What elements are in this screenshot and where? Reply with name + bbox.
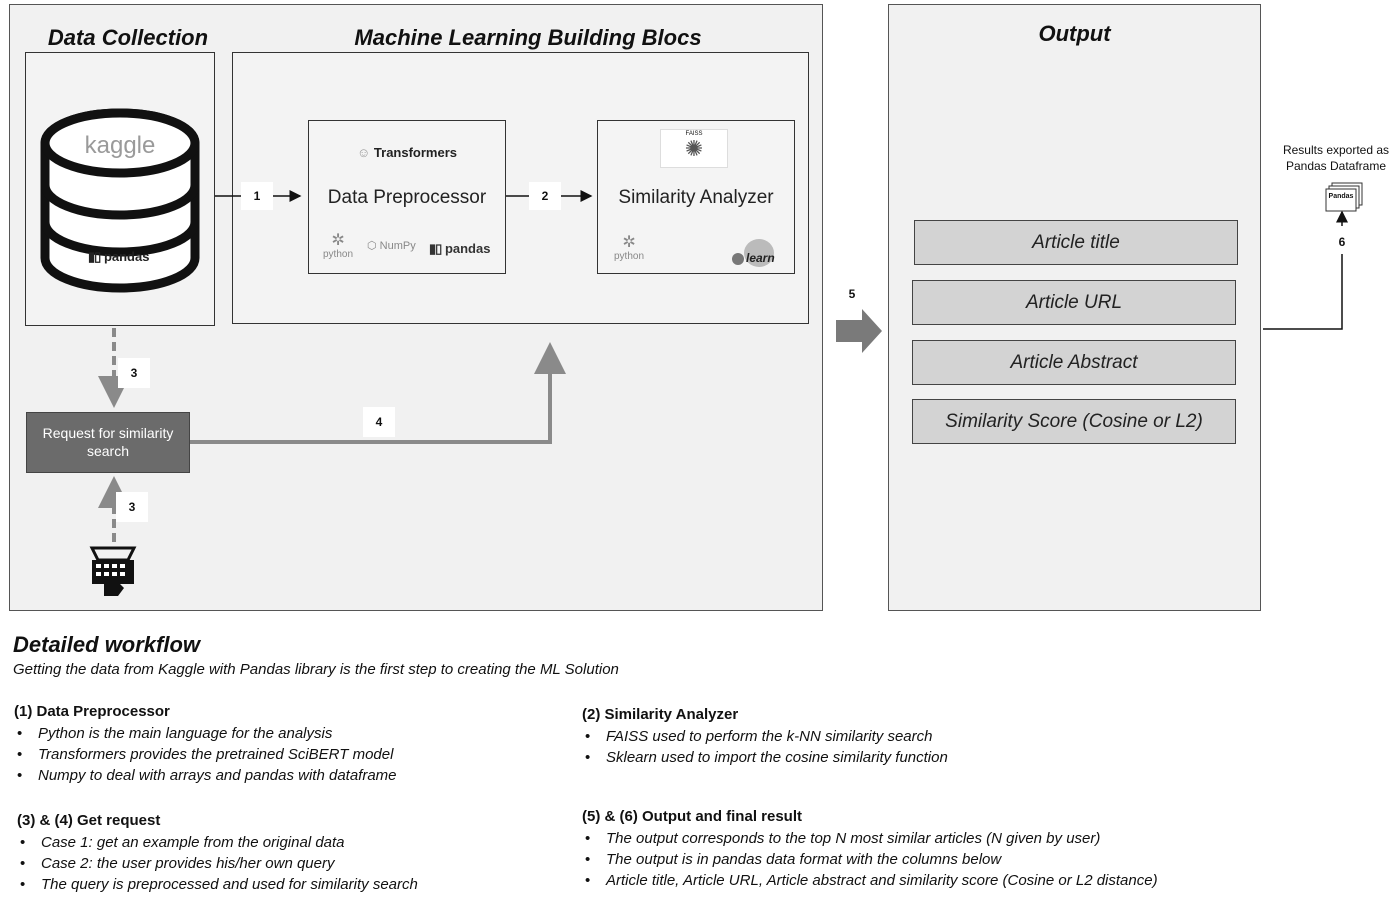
workflow-section-title: (2) Similarity Analyzer — [582, 706, 739, 723]
data-collection-box — [25, 52, 215, 326]
request-similarity-search-button[interactable]: Request for similarity search — [26, 412, 190, 473]
sklearn-dot-icon — [732, 253, 744, 265]
output-heading: Output — [1038, 21, 1111, 46]
numpy-logo: ⬡ NumPy — [367, 239, 416, 252]
data-preprocessor-title: Data Preprocessor — [327, 187, 487, 208]
pandas-icon: ▮▯ — [429, 241, 442, 256]
hugging-face-icon: ☺ — [357, 145, 371, 160]
pandas-logo: ▮▯ pandas — [429, 241, 490, 257]
export-label-line2: Pandas Dataframe — [1285, 159, 1387, 173]
step-label-1: 1 — [241, 182, 273, 210]
sklearn-label: learn — [746, 251, 775, 265]
output-field-similarity-score: Similarity Score (Cosine or L2) — [912, 399, 1236, 444]
data-collection-heading: Data Collection — [47, 25, 209, 50]
workflow-subtitle: Getting the data from Kaggle with Pandas… — [13, 661, 619, 678]
python-icon: ✲ — [622, 234, 636, 251]
step-label-4: 4 — [363, 407, 395, 437]
faiss-logo: FAISS ✺ — [660, 129, 728, 168]
workflow-title: Detailed workflow — [13, 632, 201, 657]
step-label-3-db: 3 — [118, 358, 150, 388]
ml-blocks-heading: Machine Learning Building Blocs — [354, 25, 702, 50]
kaggle-logo: kaggle — [84, 132, 156, 159]
arrow-step-6 — [1263, 254, 1343, 330]
list-item: Article title, Article URL, Article abst… — [582, 870, 1158, 891]
list-item: Python is the main language for the anal… — [14, 723, 397, 744]
list-item: The output is in pandas data format with… — [582, 849, 1158, 870]
pandas-label: pandas — [444, 241, 491, 256]
arrow-step-5 — [836, 309, 882, 353]
numpy-icon: ⬡ — [367, 240, 377, 252]
output-field-article-url: Article URL — [912, 280, 1236, 325]
list-item: Transformers provides the pretrained Sci… — [14, 744, 397, 765]
workflow-section-title: (3) & (4) Get request — [17, 812, 161, 829]
sklearn-icon — [744, 239, 774, 267]
python-icon: ✲ — [331, 232, 345, 249]
data-preprocessor-box: ☺ Transformers Data Preprocessor ✲ pytho… — [308, 120, 506, 274]
faiss-label: FAISS — [685, 131, 703, 137]
list-item: The query is preprocessed and used for s… — [17, 874, 418, 895]
workflow-section-output: (5) & (6) Output and final result The ou… — [582, 808, 1158, 891]
pandas-icon: ▮▯ — [88, 249, 101, 264]
list-item: Case 1: get an example from the original… — [17, 832, 418, 853]
workflow-section-analyzer: (2) Similarity Analyzer FAISS used to pe… — [582, 706, 948, 768]
similarity-analyzer-box: FAISS ✺ Similarity Analyzer ✲ python lea… — [597, 120, 795, 274]
workflow-section-title: (1) Data Preprocessor — [14, 703, 170, 720]
workflow-section-request: (3) & (4) Get request Case 1: get an exa… — [17, 812, 418, 895]
request-label: Request for similarity search — [42, 425, 174, 459]
list-item: The output corresponds to the top N most… — [582, 828, 1158, 849]
transformers-logo: ☺ Transformers — [357, 145, 457, 160]
step-label-2: 2 — [529, 182, 561, 210]
export-label: Results exported as Pandas Dataframe — [1276, 142, 1396, 174]
list-item: FAISS used to perform the k-NN similarit… — [582, 726, 948, 747]
list-item: Case 2: the user provides his/her own qu… — [17, 853, 418, 874]
python-label: python — [614, 251, 645, 262]
workflow-section-preprocessor: (1) Data Preprocessor Python is the main… — [14, 703, 397, 786]
export-label-line1: Results exported as — [1282, 143, 1390, 157]
output-field-article-abstract: Article Abstract — [912, 340, 1236, 385]
python-logo: ✲ python — [614, 234, 645, 263]
similarity-analyzer-title: Similarity Analyzer — [618, 187, 774, 208]
step-label-6: 6 — [1330, 232, 1354, 252]
step-label-5: 5 — [848, 287, 856, 301]
faiss-graph-icon: ✺ — [684, 136, 704, 161]
pandas-logo-text: pandas — [103, 249, 150, 264]
python-label: python — [323, 249, 354, 260]
step-label-3-user: 3 — [116, 492, 148, 522]
python-logo: ✲ python — [323, 232, 354, 261]
dataframe-doc-label: Pandas — [1328, 193, 1354, 200]
transformers-label: Transformers — [373, 145, 457, 160]
output-field-article-title: Article title — [914, 220, 1238, 265]
sklearn-logo: learn — [730, 239, 782, 269]
numpy-label: NumPy — [379, 240, 416, 252]
workflow-section-title: (5) & (6) Output and final result — [582, 808, 802, 825]
pandas-logo-db: ▮▯ pandas — [88, 249, 149, 265]
list-item: Sklearn used to import the cosine simila… — [582, 747, 948, 768]
list-item: Numpy to deal with arrays and pandas wit… — [14, 765, 397, 786]
